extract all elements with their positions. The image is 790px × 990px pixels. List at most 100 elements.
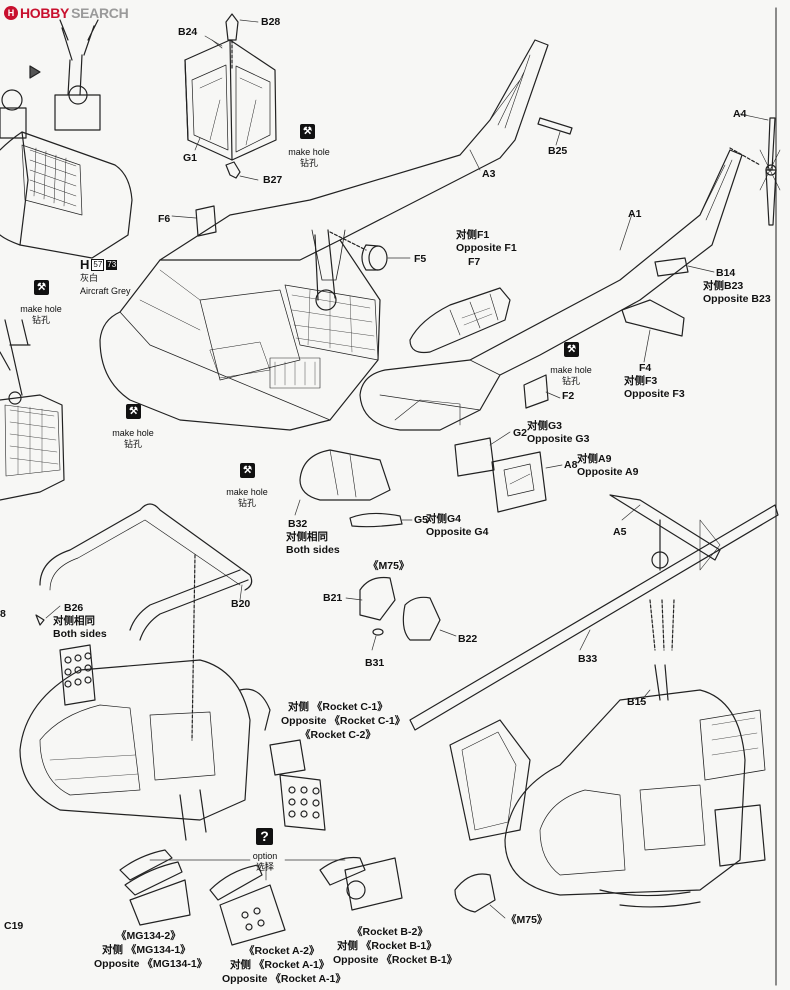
part-label-b23-en: Opposite B23 <box>703 293 771 305</box>
paint-name-cn: 灰白 <box>80 273 99 283</box>
part-f2-drawing <box>523 374 549 409</box>
part-label-f1-en: Opposite F1 <box>456 242 517 254</box>
drill-hole-icon: ⚒ <box>300 124 315 139</box>
drill-hole-icon: ⚒ <box>34 280 49 295</box>
part-label-f4: F4 <box>639 362 652 374</box>
m75-launcher-drawing <box>359 576 441 641</box>
rocket-c2-label: 《Rocket C-2》 <box>300 729 376 741</box>
fuselage-left-half-drawing <box>99 39 549 431</box>
hobby-search-logo: H HOBBY SEARCH <box>4 4 129 22</box>
part-label-8: 8 <box>0 608 6 620</box>
part-label-f3-en: Opposite F3 <box>624 388 685 400</box>
part-label-g3-cn: 对侧G3 <box>527 420 563 432</box>
part-label-b32-cn: 对侧相同 <box>286 531 328 543</box>
fuselage-right-half-drawing <box>359 149 743 431</box>
m75-bottom-label: 《M75》 <box>506 914 548 926</box>
m75-label: 《M75》 <box>368 560 410 572</box>
make-hole-label: make hole <box>550 365 592 375</box>
part-label-f5: F5 <box>414 253 427 265</box>
weapon-option-rocket-a-drawing <box>209 864 286 946</box>
part-b14-drawing <box>654 257 689 277</box>
part-label-f3-cn: 对侧F3 <box>624 375 658 387</box>
part-label-b21: B21 <box>323 592 343 604</box>
make-hole-label-cn: 钻孔 <box>123 439 142 449</box>
rocket-a-label-3: Opposite 《Rocket A-1》 <box>222 973 346 985</box>
logo-brand: HOBBY <box>20 5 70 21</box>
make-hole-label-cn: 钻孔 <box>561 376 580 386</box>
lower-left-helicopter-drawing <box>19 644 271 841</box>
part-label-g5: G5 <box>414 514 429 526</box>
part-label-c19: C19 <box>4 920 24 932</box>
part-label-b33: B33 <box>578 653 598 665</box>
part-label-b14: B14 <box>716 267 736 279</box>
part-b25-drawing <box>537 117 573 135</box>
make-hole-label: make hole <box>288 147 330 157</box>
main-rotor-drawing <box>409 494 779 731</box>
part-label-b20: B20 <box>231 598 251 610</box>
make-hole-label-cn: 钻孔 <box>299 158 318 168</box>
drill-hole-icon: ⚒ <box>240 463 255 478</box>
part-g5-drawing <box>349 512 403 528</box>
part-label-g4-en: Opposite G4 <box>426 526 489 538</box>
part-label-a9-en: Opposite A9 <box>577 466 639 478</box>
logo-brand-search: SEARCH <box>71 5 129 21</box>
cockpit-roof-drawing <box>184 13 277 179</box>
weapon-option-rocket-b-drawing <box>319 856 403 911</box>
part-label-a8: A8 <box>564 459 578 471</box>
engine-cowl-drawing <box>409 287 511 354</box>
part-label-b32: B32 <box>288 518 308 530</box>
mg134-label-3: Opposite 《MG134-1》 <box>94 958 208 970</box>
part-label-b22: B22 <box>458 633 478 645</box>
paint-code-2: 73 <box>106 259 118 270</box>
part-label-g1: G1 <box>183 152 198 164</box>
rocket-b-label-1: 《Rocket B-2》 <box>352 926 428 938</box>
part-label-f2: F2 <box>562 390 575 402</box>
part-label-a4: A4 <box>733 108 747 120</box>
mg134-label-2: 对侧 《MG134-1》 <box>102 944 191 956</box>
make-hole-label: make hole <box>226 487 268 497</box>
weapon-option-mg134-drawing <box>119 849 191 926</box>
rocket-a-label-1: 《Rocket A-2》 <box>244 945 320 957</box>
door-a8-drawing <box>491 451 547 513</box>
paint-letter: H <box>80 257 90 272</box>
rocket-c-pod-drawing <box>269 739 326 831</box>
part-label-g3-en: Opposite G3 <box>527 433 590 445</box>
part-label-a5: A5 <box>613 526 627 538</box>
part-label-f6: F6 <box>158 213 171 225</box>
part-label-b23-cn: 对侧B23 <box>703 280 744 292</box>
rocket-c-label-en: Opposite 《Rocket C-1》 <box>281 715 406 727</box>
rocket-b-label-2: 对侧 《Rocket B-1》 <box>337 940 437 952</box>
part-label-b25: B25 <box>548 145 568 157</box>
part-label-b26: B26 <box>64 602 84 614</box>
part-label-b27: B27 <box>263 174 283 186</box>
logo-mark: H <box>4 6 18 20</box>
part-label-g4-cn: 对侧G4 <box>426 513 462 525</box>
m75-bottom-drawing <box>454 873 496 913</box>
tail-rotor-drawing <box>729 117 781 226</box>
part-label-a1: A1 <box>628 208 642 220</box>
part-label-f7: F7 <box>468 256 481 268</box>
part-label-b15: B15 <box>627 696 647 708</box>
left-cabin-seat-drawing <box>0 319 65 501</box>
part-label-b32-en: Both sides <box>286 544 340 556</box>
skid-frame-drawing <box>35 503 253 741</box>
part-label-g2: G2 <box>513 427 528 439</box>
nose-section-drawing <box>299 449 391 501</box>
make-hole-label-cn: 钻孔 <box>31 315 50 325</box>
paint-name-en: Aircraft Grey <box>80 286 131 296</box>
part-label-b26-cn: 对侧相同 <box>53 615 95 627</box>
option-question-icon: ? <box>256 828 273 845</box>
part-g2-window-drawing <box>454 437 495 477</box>
part-f6-drawing <box>195 205 217 237</box>
option-label-cn: 选择 <box>255 862 274 872</box>
rocket-a-label-2: 对侧 《Rocket A-1》 <box>230 959 330 971</box>
make-hole-label: make hole <box>20 304 62 314</box>
part-label-b28: B28 <box>261 16 281 28</box>
mg134-label-1: 《MG134-2》 <box>116 930 181 942</box>
make-hole-label: make hole <box>112 428 154 438</box>
paint-callout: H 57 73 <box>80 257 118 272</box>
part-label-b26-en: Both sides <box>53 628 107 640</box>
assembly-arrow <box>29 65 41 79</box>
part-label-b31: B31 <box>365 657 385 669</box>
paint-code-1: 57 <box>91 258 105 271</box>
